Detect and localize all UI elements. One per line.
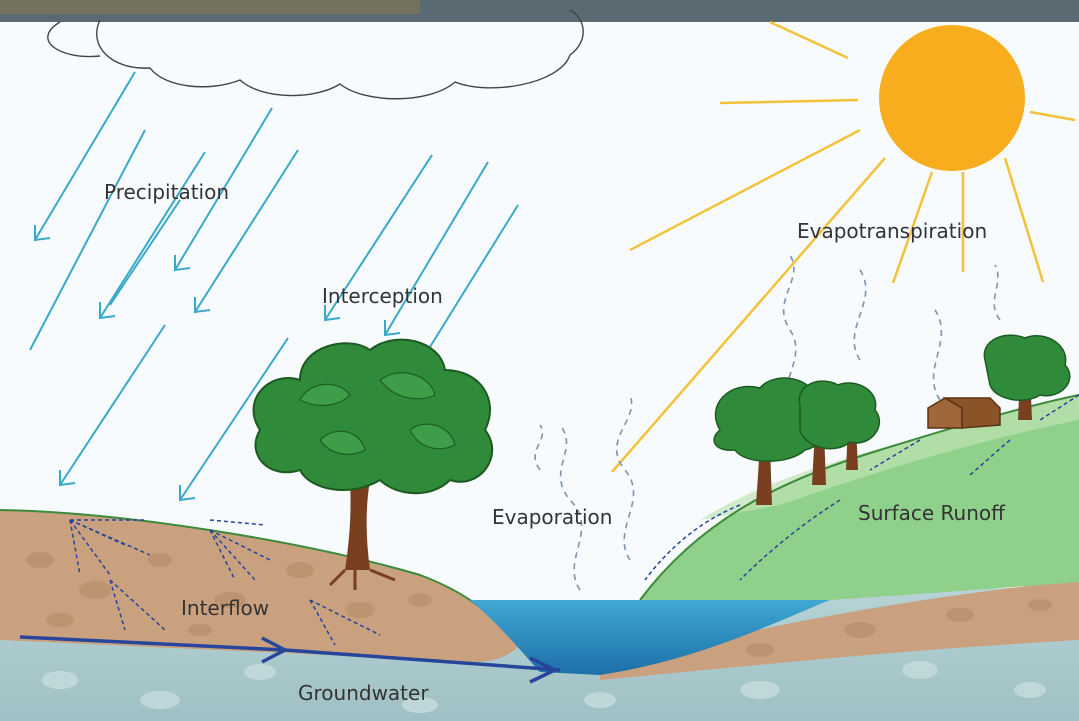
label-evapotranspiration: Evapotranspiration: [797, 219, 987, 243]
surface-runoff-arrows: [644, 394, 1079, 581]
label-evaporation: Evaporation: [492, 505, 612, 529]
precipitation-arrows: [29, 71, 519, 501]
label-interception: Interception: [322, 284, 443, 308]
soil-right: [600, 580, 1079, 680]
label-surface-runoff: Surface Runoff: [858, 501, 1006, 525]
sun: [611, 20, 1076, 473]
rain-arrowheads: [34, 225, 401, 502]
interflow-arrows: [69, 519, 381, 646]
groundwater-flow-arrow: [19, 635, 561, 684]
house: [927, 397, 1001, 429]
hill-trees: [713, 334, 1071, 505]
label-groundwater: Groundwater: [298, 681, 429, 705]
cloud: [47, 9, 584, 100]
hill: [640, 395, 1079, 605]
soil-left: [0, 510, 520, 662]
large-tree: [252, 338, 494, 590]
pond-water: [470, 600, 830, 675]
groundwater-texture: [42, 661, 1046, 713]
label-interflow: Interflow: [181, 596, 269, 620]
soil-texture: [26, 552, 1052, 657]
label-precipitation: Precipitation: [104, 180, 229, 204]
